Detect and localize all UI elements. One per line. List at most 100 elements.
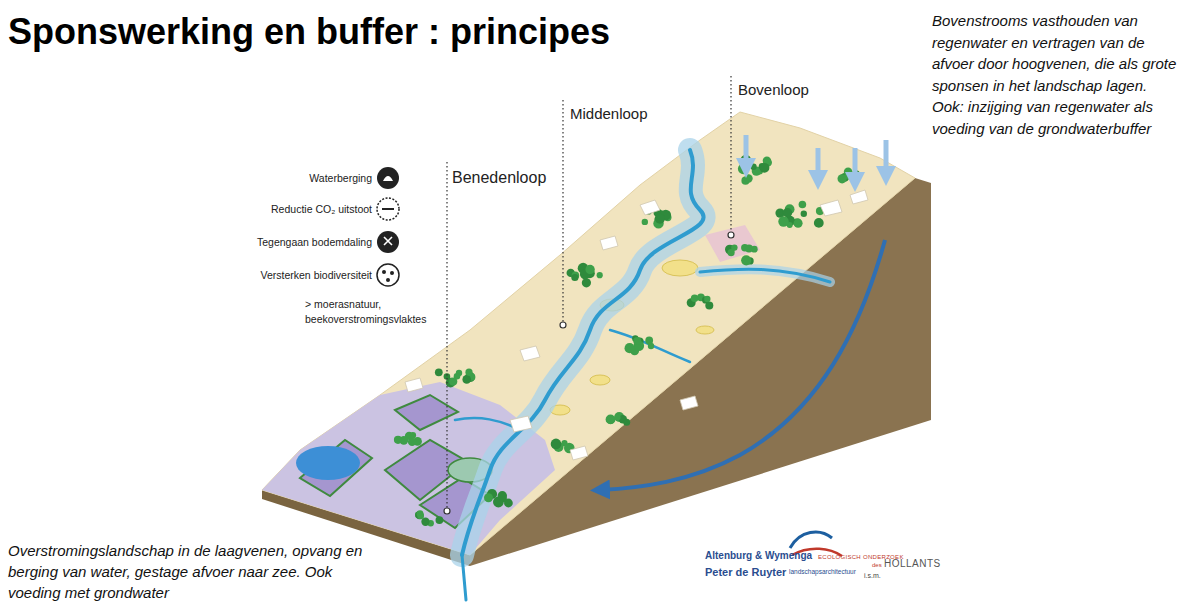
bog-patches bbox=[696, 326, 714, 334]
rain-arrows bbox=[884, 140, 889, 176]
logo-text: i.s.m. bbox=[864, 571, 881, 580]
tree bbox=[633, 337, 641, 345]
tree bbox=[606, 415, 616, 425]
tree bbox=[741, 255, 751, 265]
tree bbox=[582, 278, 591, 287]
tree bbox=[571, 274, 578, 281]
peat-meadow-zone bbox=[262, 382, 555, 555]
leader-lines bbox=[562, 100, 563, 322]
rain-arrows bbox=[816, 148, 821, 180]
tree bbox=[799, 201, 807, 209]
buildings bbox=[520, 346, 540, 361]
buildings bbox=[510, 416, 532, 432]
legend-icons bbox=[377, 264, 399, 286]
upstream-note: Bovenstrooms vasthouden van regenwater e… bbox=[932, 10, 1182, 139]
buildings bbox=[570, 446, 588, 460]
logo-text: landschapsarchitectuur bbox=[789, 568, 856, 576]
tree bbox=[625, 343, 635, 353]
rain-arrows bbox=[746, 135, 886, 182]
tree bbox=[484, 493, 493, 502]
buildings bbox=[640, 200, 660, 215]
tree bbox=[750, 164, 756, 170]
river bbox=[462, 555, 466, 600]
buildings bbox=[820, 200, 842, 216]
river bbox=[462, 150, 704, 555]
logo-text: Peter de Ruyter bbox=[705, 565, 786, 579]
legend-note: > moerasnatuur, beekoverstromingsvlaktes bbox=[305, 297, 440, 327]
tree bbox=[585, 265, 594, 274]
tree bbox=[394, 436, 402, 444]
legend-icons bbox=[382, 270, 386, 274]
stretch-label: Benedenloop bbox=[452, 168, 546, 188]
tree bbox=[436, 516, 444, 524]
tree bbox=[745, 244, 753, 252]
peat-meadow-zone bbox=[262, 382, 555, 555]
peat-meadow-zone bbox=[296, 446, 360, 480]
buildings bbox=[405, 190, 868, 460]
tree bbox=[415, 511, 423, 519]
legend-icons bbox=[383, 176, 393, 181]
tree bbox=[615, 414, 621, 420]
tree bbox=[691, 294, 699, 302]
legend-icons bbox=[384, 237, 392, 245]
leader-dots bbox=[560, 322, 566, 328]
buildings bbox=[680, 396, 698, 410]
tree bbox=[623, 419, 630, 426]
tree bbox=[410, 432, 416, 438]
legend-text: Waterberging bbox=[200, 171, 372, 185]
rain-arrows bbox=[853, 148, 858, 182]
tree bbox=[794, 219, 803, 228]
logo-text: des bbox=[872, 561, 882, 569]
river bbox=[700, 269, 830, 282]
buildings bbox=[405, 378, 423, 392]
tree bbox=[408, 438, 416, 446]
tree bbox=[417, 513, 424, 520]
tree bbox=[705, 301, 713, 309]
tree bbox=[844, 167, 853, 176]
tree bbox=[597, 272, 603, 278]
tree bbox=[498, 491, 507, 500]
tree bbox=[449, 378, 457, 386]
bog-patches bbox=[662, 260, 698, 276]
stretch-label: Middenloop bbox=[570, 104, 648, 123]
leader-dots bbox=[444, 508, 450, 514]
legend-icons bbox=[382, 208, 394, 210]
tree bbox=[744, 174, 752, 182]
river bbox=[700, 269, 830, 282]
leader-lines bbox=[446, 162, 447, 508]
bog-patches bbox=[590, 375, 610, 385]
logo-text: Altenburg & Wymenga bbox=[705, 549, 812, 562]
tree bbox=[648, 343, 654, 349]
tree bbox=[642, 219, 648, 225]
diagram-title: Sponswerking en buffer : principes bbox=[8, 10, 610, 54]
legend-icons bbox=[377, 198, 399, 220]
legend-icons bbox=[377, 231, 399, 253]
groundwater-arrow bbox=[600, 240, 885, 490]
river bbox=[462, 150, 704, 555]
tree bbox=[465, 369, 472, 376]
tree bbox=[421, 518, 429, 526]
rain-arrows bbox=[744, 135, 749, 168]
bog-patches bbox=[705, 225, 760, 262]
leader-dots bbox=[444, 232, 734, 514]
legend-icons bbox=[386, 278, 390, 282]
tree bbox=[704, 296, 710, 302]
leader-lines bbox=[730, 76, 731, 232]
logo-text: HOLLANTS bbox=[884, 557, 941, 570]
legend-text: Reductie CO₂ uitstoot bbox=[200, 202, 372, 216]
tree-clusters bbox=[394, 155, 860, 527]
tree bbox=[655, 214, 665, 224]
tree bbox=[838, 174, 847, 183]
legend-text: Versterken biodiversiteit bbox=[200, 268, 372, 282]
river bbox=[455, 150, 830, 600]
legend-icons bbox=[377, 167, 399, 189]
downstream-note: Overstromingslandschap in de laagvenen, … bbox=[8, 540, 380, 603]
tree bbox=[760, 163, 770, 173]
tree bbox=[435, 368, 443, 376]
leader-lines bbox=[447, 76, 731, 508]
tree bbox=[728, 249, 735, 256]
logo-swoosh bbox=[790, 532, 832, 548]
tree bbox=[814, 218, 824, 228]
tree bbox=[456, 370, 462, 376]
legend-icons bbox=[377, 167, 399, 286]
